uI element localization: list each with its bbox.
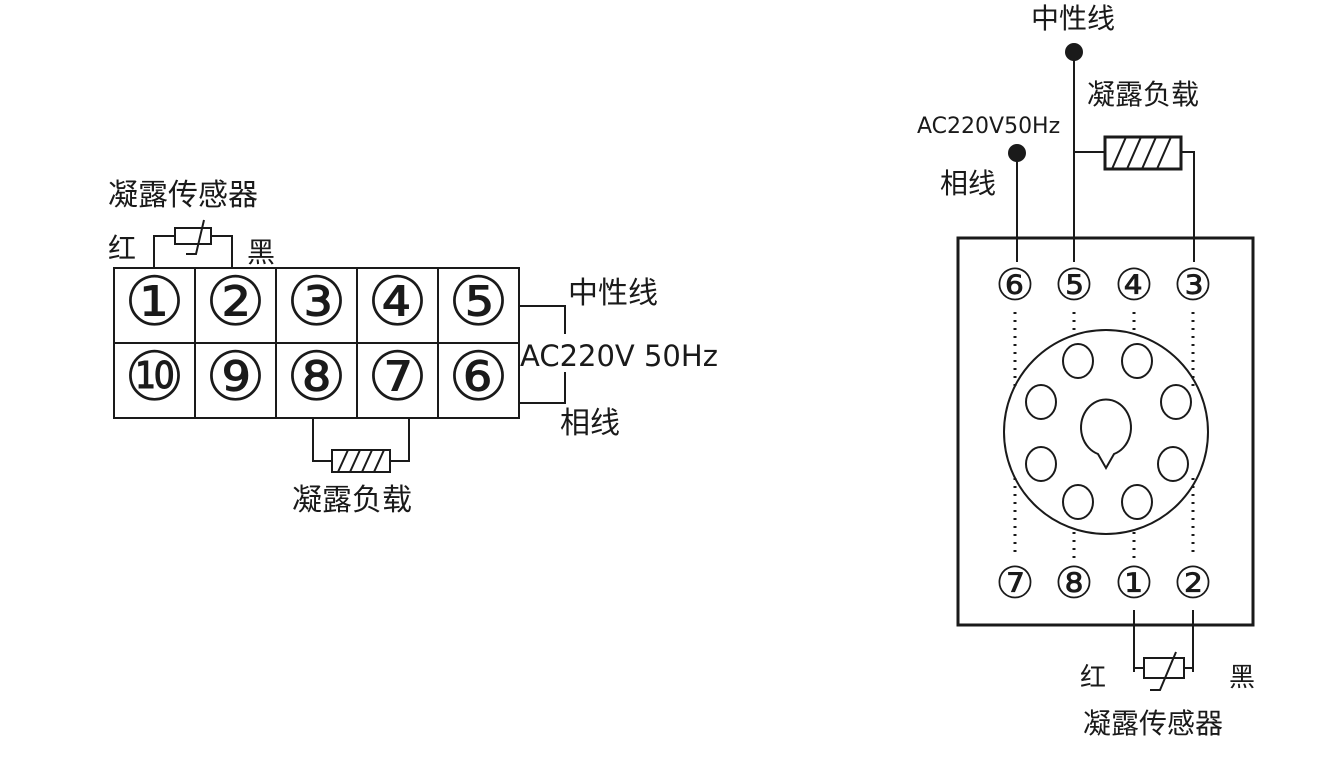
pin-3: ③: [1173, 261, 1212, 310]
relay-socket: [956, 236, 1255, 627]
terminal-8: ⑧: [286, 339, 347, 415]
octal-base: [1003, 329, 1209, 535]
pin-7: ⑦: [995, 559, 1034, 608]
left-load-label: 凝露负载: [292, 483, 412, 518]
left-wiring-diagram: 凝露传感器 红 黑 ① ② ③ ④ ⑤ ⑩ ⑨ ⑧: [108, 178, 718, 518]
left-load-symbol: [312, 418, 410, 473]
terminal-row-top: ① ② ③ ④ ⑤: [124, 264, 509, 340]
left-red-wire-label: 红: [108, 232, 136, 265]
left-phase-label: 相线: [560, 406, 620, 441]
terminal-9: ⑨: [205, 339, 266, 415]
right-black-wire-label: 黑: [1229, 663, 1255, 693]
right-phase-label: 相线: [940, 167, 996, 200]
terminal-2: ②: [205, 264, 266, 340]
socket-pins-bottom: ⑦ ⑧ ① ②: [995, 559, 1212, 608]
terminal-6: ⑥: [448, 339, 509, 415]
pin-5: ⑤: [1054, 261, 1093, 310]
terminal-1: ①: [124, 264, 185, 340]
terminal-3: ③: [286, 264, 347, 340]
terminal-row-bottom: ⑩ ⑨ ⑧ ⑦ ⑥: [124, 339, 509, 415]
pin-8: ⑧: [1054, 559, 1093, 608]
terminal-5: ⑤: [448, 264, 509, 340]
right-load-symbol: [1103, 135, 1183, 171]
right-sensor-label: 凝露传感器: [1083, 707, 1223, 740]
right-supply-label: AC220V50Hz: [917, 114, 1060, 139]
socket-pins-top: ⑥ ⑤ ④ ③: [995, 261, 1212, 310]
terminal-block: [113, 267, 520, 419]
left-sensor-symbol: [153, 219, 233, 268]
center-key-icon: [1080, 398, 1132, 471]
right-load-label: 凝露负载: [1087, 78, 1199, 111]
left-sensor-label: 凝露传感器: [108, 178, 258, 213]
right-neutral-label: 中性线: [1031, 2, 1115, 35]
left-black-wire-label: 黑: [247, 236, 275, 269]
right-wiring-diagram: 中性线 凝露负载 AC220V50Hz 相线 ⑥ ⑤ ④ ③ ⑦ ⑧: [917, 2, 1255, 740]
left-supply-bracket: [519, 305, 566, 404]
pin-6: ⑥: [995, 261, 1034, 310]
left-neutral-label: 中性线: [568, 276, 658, 311]
terminal-7: ⑦: [367, 339, 428, 415]
pin-1: ①: [1114, 559, 1153, 608]
right-red-wire-label: 红: [1080, 663, 1106, 693]
terminal-4: ④: [367, 264, 428, 340]
pin-2: ②: [1173, 559, 1212, 608]
pin-4: ④: [1114, 261, 1153, 310]
right-sensor-symbol: [1133, 651, 1193, 691]
terminal-10: ⑩: [124, 339, 185, 415]
left-supply-label: AC220V 50Hz: [520, 339, 718, 373]
